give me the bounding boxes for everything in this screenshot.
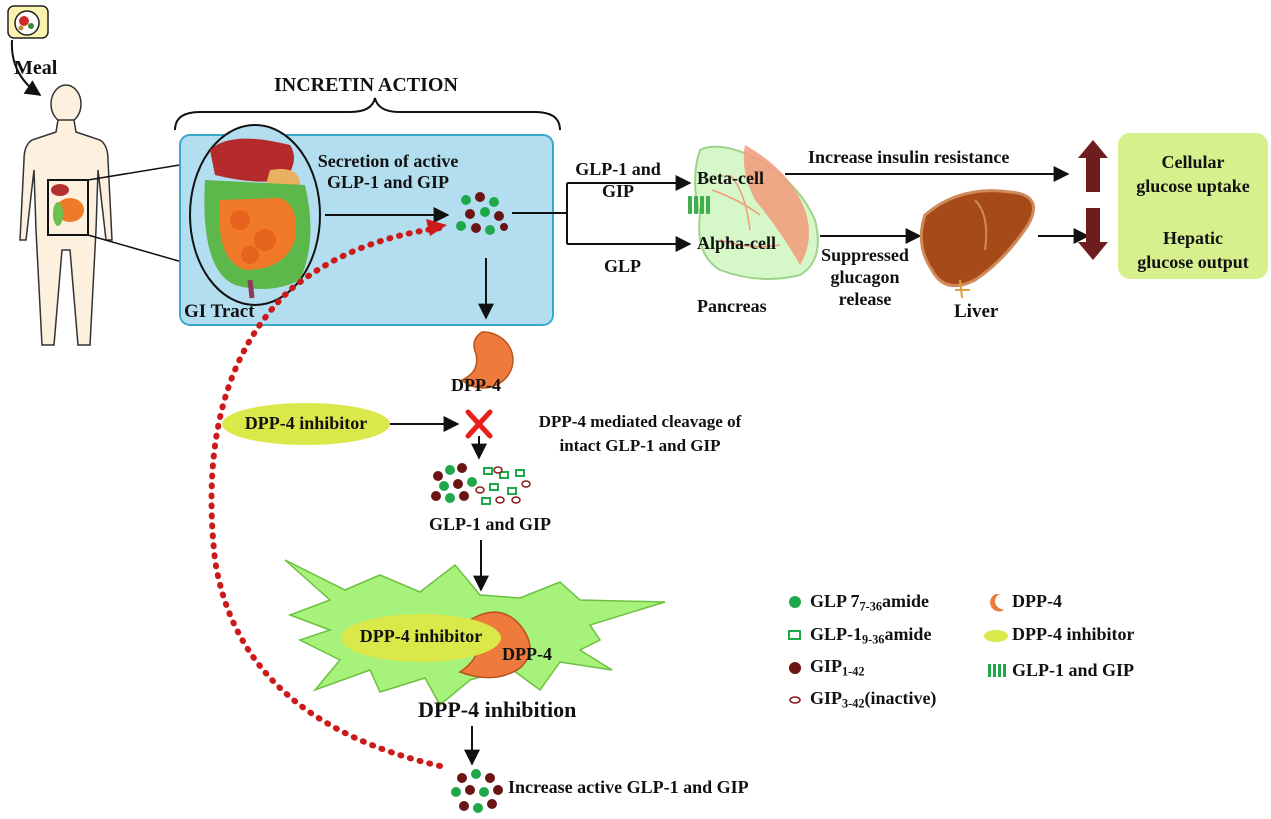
legend-dpp4-inhibitor: DPP-4 inhibitor [1012, 624, 1135, 644]
cleavage-label-2: intact GLP-1 and GIP [559, 436, 721, 455]
gi-organs-icon [204, 138, 311, 299]
down-arrow-icon [1078, 208, 1108, 260]
small-gut-icon [51, 184, 84, 226]
cellular-label-2: glucose uptake [1136, 176, 1250, 196]
secretion-label-1: Secretion of active [317, 151, 459, 171]
legend-dpp4: DPP-4 [1012, 591, 1062, 611]
gi-zoom-box [47, 179, 89, 236]
dpp4-inhibitor-top-label: DPP-4 inhibitor [244, 413, 368, 433]
meal-label: Meal [14, 57, 58, 79]
cleavage-label-1: DPP-4 mediated cleavage of [538, 412, 742, 431]
dpp4-cell-label: DPP-4 [502, 644, 552, 664]
liver-icon [919, 189, 1035, 299]
cleaved-particles [431, 463, 531, 505]
active-particles-final [451, 769, 503, 813]
dpp4-enzyme-label: DPP-4 [451, 375, 501, 395]
incretin-brace [174, 97, 561, 131]
suppressed-label-3: release [838, 289, 892, 309]
legend-gip-inactive: GIP3-42(inactive) [810, 688, 937, 711]
pancreas-icon [688, 145, 819, 280]
legend-glp-inactive: GLP-19-36amide [810, 624, 932, 647]
legend-gip-active: GIP1-42 [810, 656, 865, 679]
result-box [1118, 133, 1268, 279]
dpp4-inhibitor-cell-label: DPP-4 inhibitor [359, 626, 483, 646]
up-arrow-icon [1078, 140, 1108, 192]
beta-cell-label: Beta-cell [697, 168, 764, 188]
block-x-icon [465, 409, 493, 439]
feedback-dotted-arrow [208, 225, 443, 769]
hepatic-label-1: Hepatic [1163, 228, 1223, 248]
legend-glp-active: GLP 77-36amide [810, 591, 929, 614]
alpha-cell-label: Alpha-cell [697, 233, 776, 253]
legend-glp1-gip: GLP-1 and GIP [1012, 660, 1135, 680]
increase-active-label: Increase active GLP-1 and GIP [508, 777, 749, 797]
feedback-arrowhead [426, 219, 447, 236]
dpp4-enzyme-icon [460, 331, 514, 389]
cellular-label-1: Cellular [1161, 152, 1225, 172]
dpp4-inhibition-label: DPP-4 inhibition [418, 697, 577, 722]
pancreas-label: Pancreas [697, 296, 767, 316]
glp-label: GLP [604, 256, 642, 276]
inhibitor-ellipse-cell [341, 614, 501, 662]
glp1-and-label-1: GLP-1 and [575, 159, 661, 179]
suppressed-label-1: Suppressed [821, 245, 909, 265]
meal-plate-icon [7, 5, 49, 39]
insulin-resistance-label: Increase insulin resistance [808, 147, 1010, 167]
inhibitor-ellipse-top [222, 403, 390, 445]
glp1-gip-mid-label: GLP-1 and GIP [429, 514, 552, 534]
glp1-and-label-2: GIP [601, 181, 634, 201]
gi-tract-label: GI Tract [184, 301, 255, 322]
legend-symbols [788, 594, 1008, 704]
incretin-action-label: INCRETIN ACTION [274, 74, 458, 96]
liver-label: Liver [954, 301, 999, 322]
suppressed-label-2: glucagon [830, 267, 900, 287]
secreted-particles [456, 192, 508, 235]
hepatic-label-2: glucose output [1137, 252, 1249, 272]
secretion-label-2: GLP-1 and GIP [326, 172, 450, 192]
meal-arrow [10, 39, 42, 96]
human-body [19, 84, 113, 346]
